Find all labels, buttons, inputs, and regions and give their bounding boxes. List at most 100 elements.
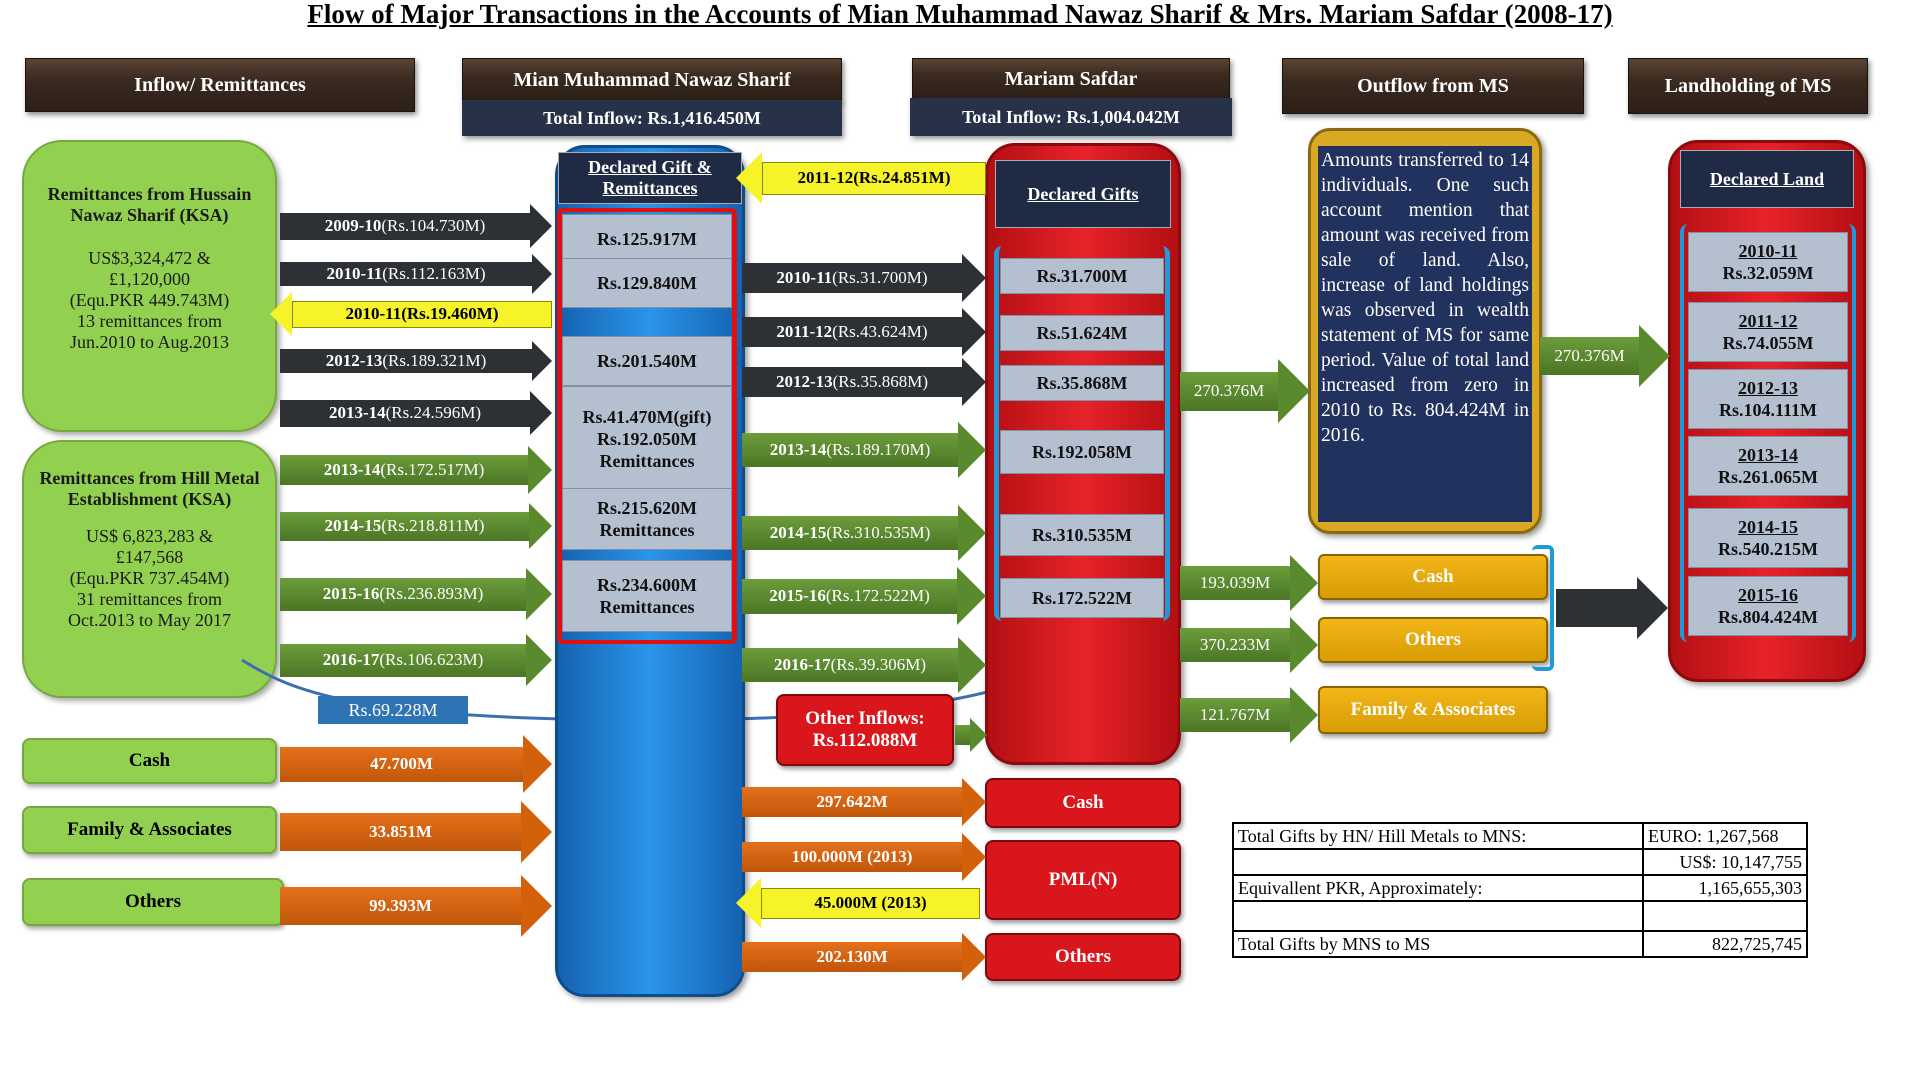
other-inflows-box: Other Inflows: Rs.112.088M — [776, 694, 954, 766]
arrow-label: 33.851M — [280, 813, 521, 851]
summary-r2-val: US$: 10,147,755 — [1642, 848, 1808, 876]
arrow-mid-10: 45.000M (2013) — [736, 878, 980, 928]
arrow-head — [526, 634, 552, 686]
arrow-year: 2010-11 — [345, 304, 402, 323]
arrow-label: 370.233M — [1180, 628, 1290, 662]
arrow-head — [530, 204, 552, 248]
hill-line4: 31 remittances from — [77, 589, 222, 609]
arrow-mid-7: 2016-17 (Rs.39.306M) — [742, 637, 986, 693]
summary-spacer-val — [1642, 900, 1808, 932]
ms-gift-item: Rs.172.522M — [1000, 578, 1164, 618]
arrow-head — [528, 446, 552, 494]
summary-r4-label: Total Gifts by MNS to MS — [1232, 930, 1644, 958]
land-year: 2012-13 — [1738, 378, 1798, 398]
arrow-head — [270, 292, 292, 336]
arrow-label: 2009-10 (Rs.104.730M) — [280, 212, 530, 240]
arrow-head — [1290, 687, 1318, 743]
mns-total-inflow: Total Inflow: Rs.1,416.450M — [462, 100, 842, 136]
hns-remittance-box: Remittances from Hussain Nawaz Sharif (K… — [22, 140, 277, 432]
land-column-head: Declared Land — [1680, 150, 1854, 208]
arrow-year: 2011-12 — [797, 168, 854, 187]
arrow-left-6: 2014-15 (Rs.218.811M) — [280, 503, 552, 549]
land-year: 2015-16 — [1738, 585, 1798, 605]
arrow-left-3: 2012-13 (Rs.189.321M) — [280, 341, 552, 381]
mns-out-pml: PML(N) — [985, 840, 1181, 920]
arrow-out-2: 370.233M — [1180, 617, 1318, 673]
arrow-amount: (Rs.31.700M) — [832, 268, 928, 287]
ms-gift-item: Rs.310.535M — [1000, 514, 1164, 556]
arrow-amount: 270.376M — [1554, 346, 1625, 365]
hill-line1: US$ 6,823,283 & — [85, 526, 213, 546]
arrow-year: 2013-14 — [769, 440, 827, 459]
arrow-label: 2010-11 (Rs.31.700M) — [742, 263, 962, 293]
summary-r1-label: Total Gifts by HN/ Hill Metals to MNS: — [1232, 822, 1644, 850]
arrow-amount: 370.233M — [1199, 635, 1271, 654]
land-year: 2013-14 — [1738, 445, 1798, 465]
mns-gift-line: Remittances — [599, 520, 695, 540]
arrow-year: 2009-10 — [324, 216, 382, 235]
land-amount: Rs.804.424M — [1718, 607, 1818, 627]
land-amount: Rs.74.055M — [1722, 333, 1814, 353]
arrow-left-10: 33.851M — [280, 801, 552, 863]
arrow-head — [1637, 577, 1668, 639]
arrow-amount: (Rs.218.811M) — [381, 516, 485, 535]
arrow-label: 2016-17 (Rs.106.623M) — [280, 643, 526, 677]
arrow-label: 2013-14 (Rs.172.517M) — [280, 455, 528, 485]
mns-gift-item: Rs.201.540M — [562, 336, 732, 386]
arrow-mid-8: 297.642M — [742, 778, 986, 826]
arrow-label: 2013-14 (Rs.189.170M) — [742, 433, 958, 467]
arrow-left-9: 47.700M — [280, 735, 552, 793]
mns-out-others: Others — [985, 933, 1181, 981]
arrow-amount: (Rs.24.596M) — [385, 403, 482, 422]
summary-table: Total Gifts by HN/ Hill Metals to MNS:EU… — [1232, 822, 1808, 958]
arrow-head — [962, 254, 986, 302]
left-others-box: Others — [22, 878, 284, 926]
arrow-head — [962, 833, 986, 881]
arrow-amount: 100.000M (2013) — [791, 847, 913, 866]
arrow-head — [736, 878, 761, 928]
arrow-mid-3: 2012-13 (Rs.35.868M) — [742, 358, 986, 406]
arrow-left-2: 2010-11 (Rs.19.460M) — [270, 292, 552, 336]
mns-gift-line: Rs.201.540M — [597, 351, 697, 371]
arrow-label: 2010-11 (Rs.112.163M) — [280, 262, 532, 286]
arrow-label: 2016-17 (Rs.39.306M) — [742, 648, 958, 682]
land-year: 2014-15 — [1738, 517, 1798, 537]
arrow-label: 202.130M — [742, 942, 962, 972]
mns-gift-line: Remittances — [599, 451, 695, 471]
page-title: Flow of Major Transactions in the Accoun… — [307, 0, 1613, 29]
arrow-head — [970, 718, 987, 752]
arrow-amount: 45.000M (2013) — [814, 893, 927, 912]
ms-gift-item: Rs.35.868M — [1000, 365, 1164, 401]
arrow-head — [530, 391, 552, 435]
arrow-head — [958, 505, 986, 561]
hill-line2: £147,568 — [115, 547, 184, 567]
arrow-head — [523, 735, 552, 793]
hns-line2: £1,120,000 — [109, 269, 190, 289]
arrow-label: 2012-13 (Rs.189.321M) — [280, 349, 532, 373]
land-year: 2010-11 — [1738, 241, 1798, 261]
mns-gift-line: Rs.129.840M — [597, 273, 697, 293]
land-amount: Rs.104.111M — [1718, 400, 1817, 420]
hill-line5: Oct.2013 to May 2017 — [68, 610, 231, 630]
arrow-label: 193.039M — [1180, 566, 1290, 600]
outflow-blue-bracket — [1532, 545, 1554, 671]
arrow-mid-0: 2011-12 (Rs.24.851M) — [736, 152, 986, 204]
ms-gift-item: Rs.192.058M — [1000, 430, 1164, 474]
arrow-label: 2011-12 (Rs.43.624M) — [742, 317, 962, 347]
mns-gift-line: Remittances — [599, 597, 695, 617]
arrow-amount: (Rs.112.163M) — [382, 264, 486, 283]
arrow-amount: (Rs.19.460M) — [401, 304, 499, 323]
arrow-amount: 270.376M — [1193, 381, 1265, 400]
header-mns: Mian Muhammad Nawaz Sharif — [462, 58, 842, 102]
arrow-label: 2015-16 (Rs.172.522M) — [742, 578, 957, 614]
arrow-head — [962, 933, 986, 981]
outflow-note: Amounts transferred to 14 individuals. O… — [1318, 146, 1532, 522]
ms-blue-bracket — [994, 246, 1170, 621]
arrow-label: 121.767M — [1180, 698, 1290, 732]
arrow-label: 2012-13 (Rs.35.868M) — [742, 367, 962, 397]
arrow-label: 2014-15 (Rs.310.535M) — [742, 516, 958, 550]
